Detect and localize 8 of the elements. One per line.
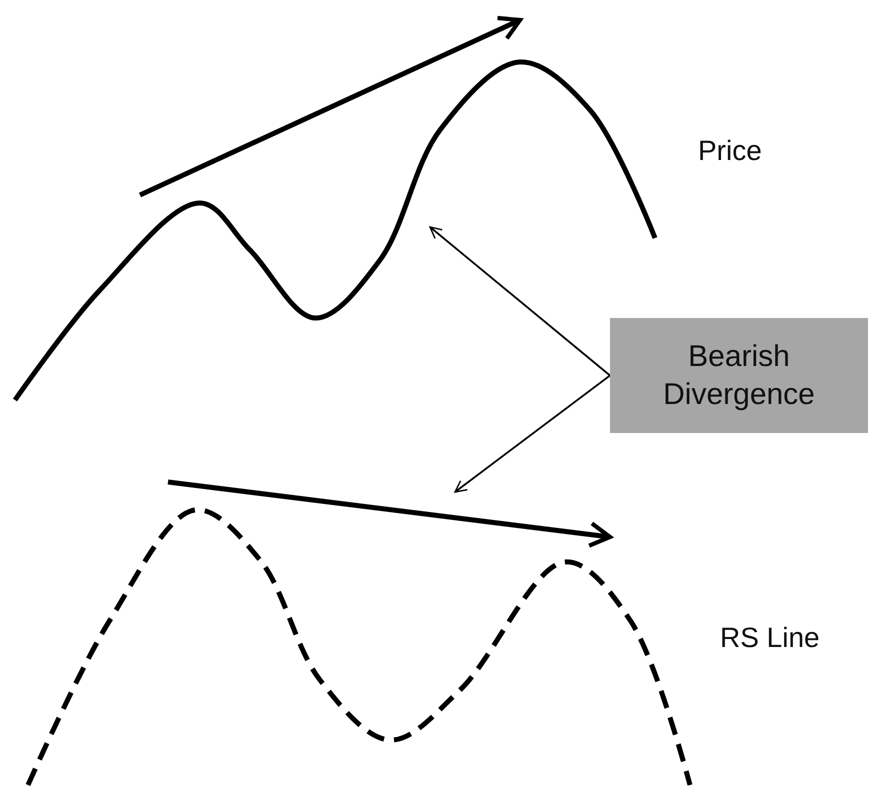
rs-line-curve: [26, 508, 692, 786]
callout-text: Bearish Divergence: [662, 339, 816, 412]
series-label: RS Line: [720, 622, 820, 654]
leader-arrow: [429, 226, 611, 376]
series-label: Price: [698, 135, 762, 167]
callout-box: [610, 318, 868, 433]
leader-arrow: [454, 374, 611, 493]
price-curve: [12, 60, 658, 402]
